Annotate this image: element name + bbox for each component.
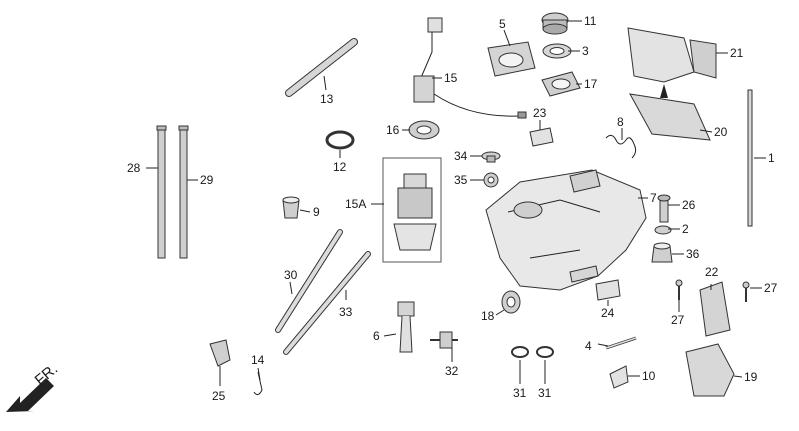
callout-34: 34 [454,149,468,163]
part-33-hose [283,251,371,355]
part-2-washer [654,225,672,235]
part-32-valve [430,331,458,349]
callout-33: 33 [339,305,353,319]
callout-26: 26 [682,198,696,212]
part-18-boot [501,290,521,314]
part-27-screw-left [675,279,683,300]
part-10-tag [609,365,629,389]
callout-8: 8 [617,115,624,129]
part-28-tube [156,125,167,259]
part-19-housing [685,343,735,397]
callout-14: 14 [251,353,265,367]
callout-12: 12 [333,160,347,174]
part-21-cover [627,27,717,98]
part-20-bracket [629,93,711,141]
callout-11: 11 [584,14,597,28]
callout-18: 18 [481,309,495,323]
part-4-pipe [605,336,637,350]
part-3-gasket [542,43,572,59]
front-direction-arrow-icon [6,378,54,412]
callout-1: 1 [768,151,775,165]
part-34-bolt [481,151,501,163]
part-5-plate [487,41,536,77]
part-6-connector [397,301,415,353]
callout-7: 7 [650,191,657,205]
callout-15A: 15A [345,197,366,211]
callout-5: 5 [499,17,506,31]
part-15-sender [413,17,527,119]
callout-4: 4 [585,339,592,353]
callout-27-right: 27 [764,281,778,295]
callout-16: 16 [386,123,400,137]
part-29-tube [178,125,189,259]
part-14-wire-clip [253,371,263,396]
part-23-pad [529,127,554,147]
callout-29: 29 [200,173,214,187]
callout-17: 17 [584,77,598,91]
part-24-pad [595,279,621,301]
part-1-rod [747,89,753,227]
part-35-nut [483,172,499,188]
callout-3: 3 [582,44,589,58]
callout-20: 20 [714,125,728,139]
front-direction-label: FR. [32,361,61,390]
callout-21: 21 [730,46,744,60]
callout-22: 22 [705,265,719,279]
part-31-clamp-left [511,346,529,358]
part-22-bracket [699,281,731,337]
part-8-spring [605,134,637,159]
callout-15: 15 [444,71,458,85]
callout-24: 24 [601,306,615,320]
callout-27-left: 27 [671,313,685,327]
callout-19: 19 [744,370,758,384]
callout-10: 10 [642,369,656,383]
part-31-clamp-right [536,346,554,358]
callout-28: 28 [127,161,141,175]
callout-30: 30 [284,268,298,282]
part-26-bolt [657,194,671,223]
callout-25: 25 [212,389,226,403]
part-30-hose [275,229,343,333]
part-15A-fuel-pump [382,157,442,263]
callout-32: 32 [445,364,459,378]
callout-35: 35 [454,173,468,187]
callout-13: 13 [320,92,334,106]
part-36-grommet [651,242,673,263]
callout-6: 6 [373,329,380,343]
part-17-mount-ring [541,71,581,97]
callout-31-right: 31 [538,386,552,400]
callout-36: 36 [686,247,700,261]
part-11-fuel-cap [541,12,569,35]
callout-labels: 1 2 3 4 5 6 7 8 9 10 11 12 13 14 15 15A … [127,14,778,403]
callout-23: 23 [533,106,547,120]
part-13-tube [285,38,358,97]
callout-31-left: 31 [513,386,527,400]
part-25-clip [209,339,231,367]
part-12-oring [325,130,355,150]
part-9-cap [282,196,300,219]
part-27-screw-right [742,281,750,302]
leader-lines [146,20,766,386]
part-16-grommet [408,120,440,140]
callout-2: 2 [682,222,689,236]
callout-9: 9 [313,205,320,219]
part-7-fuel-tank [485,169,647,291]
